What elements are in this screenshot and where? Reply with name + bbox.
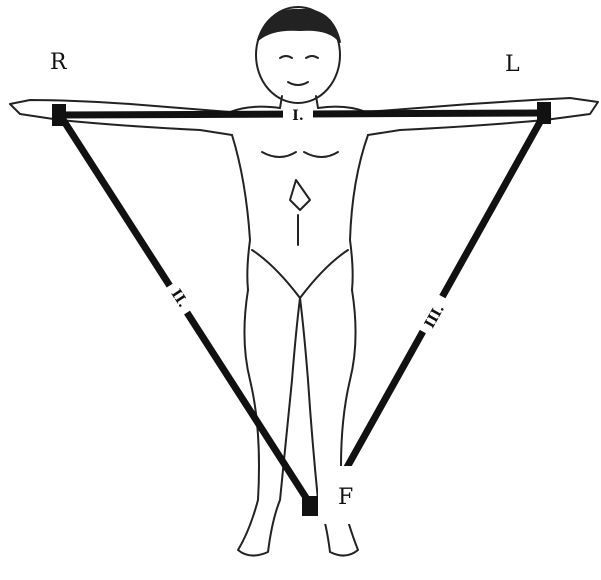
foot-electrode xyxy=(302,496,318,516)
left-arm-label: L xyxy=(505,52,520,77)
hair xyxy=(258,10,340,42)
lead-1-label: I. xyxy=(292,108,303,124)
lead-triangle xyxy=(60,113,545,507)
right-arm-label: R xyxy=(50,50,67,75)
mouth xyxy=(288,82,308,85)
human-figure xyxy=(10,7,598,556)
hip-line xyxy=(252,250,348,298)
right-leg xyxy=(238,290,300,556)
torso xyxy=(232,135,368,290)
left-arm-electrode xyxy=(537,102,551,124)
right-arm-electrode xyxy=(52,104,66,126)
foot-label: F xyxy=(338,485,353,510)
eyes xyxy=(280,56,318,58)
chest-detail xyxy=(262,152,338,245)
